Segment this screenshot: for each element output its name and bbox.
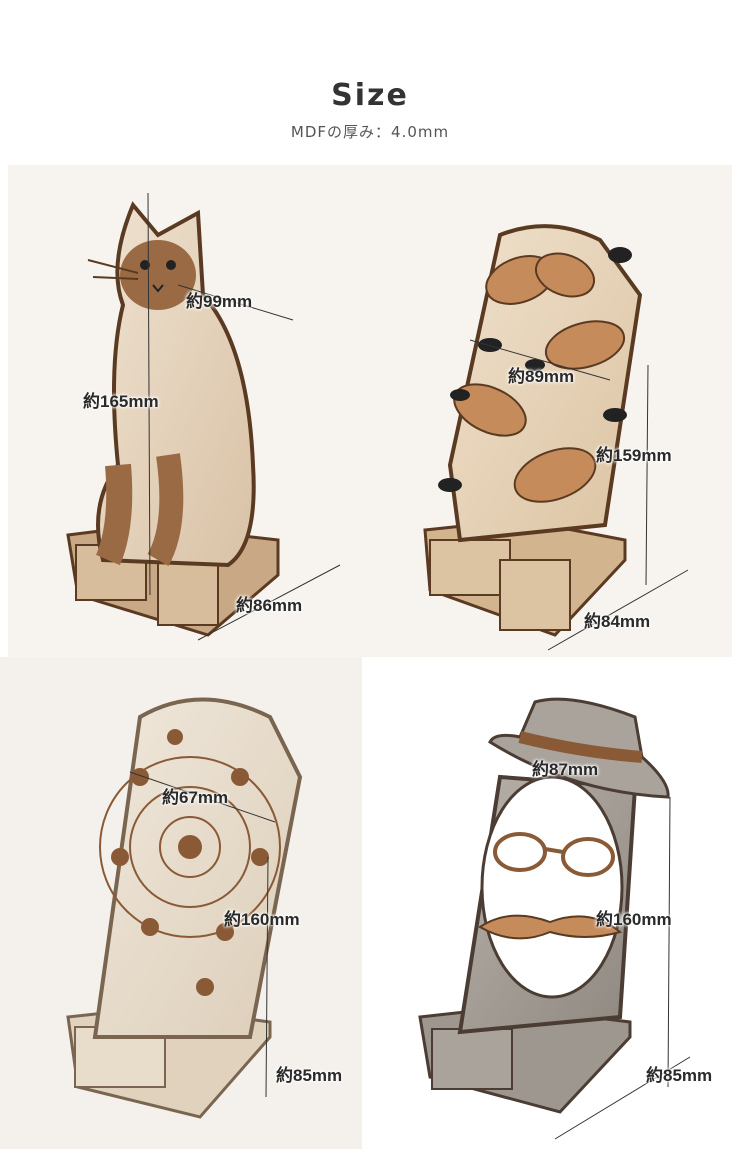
product-panel-cat: 約99mm 約165mm 約86mm: [8, 165, 370, 657]
gentleman-width-label: 約87mm: [532, 760, 599, 779]
product-panel-mandala: 約67mm 約160mm 約85mm: [0, 657, 362, 1149]
gentleman-depth-label: 約85mm: [646, 1066, 713, 1085]
butterfly-stand-image: [423, 224, 689, 651]
mandala-depth-label: 約85mm: [276, 1066, 343, 1085]
cat-stand-image: [66, 192, 341, 641]
butterfly-depth-label: 約84mm: [584, 612, 651, 631]
cat-depth-label: 約86mm: [236, 596, 303, 615]
gentleman-stand-image: [418, 697, 691, 1140]
butterfly-width-label: 約89mm: [508, 367, 575, 386]
butterfly-height-label: 約159mm: [596, 446, 672, 465]
page-subtitle: MDFの厚み：4.0mm: [290, 123, 450, 141]
mandala-width-label: 約67mm: [162, 788, 229, 807]
cat-width-label: 約99mm: [186, 292, 253, 311]
page-title: Size: [331, 78, 409, 113]
cat-height-label: 約165mm: [83, 392, 159, 411]
header: Size MDFの厚み：4.0mm: [0, 0, 740, 160]
mandala-height-label: 約160mm: [224, 910, 300, 929]
product-panel-butterfly: 約89mm 約159mm 約84mm: [370, 165, 732, 657]
product-panel-gentleman: 約87mm 約160mm 約85mm: [370, 657, 732, 1149]
mandala-stand-image: [66, 697, 303, 1119]
gentleman-height-label: 約160mm: [596, 910, 672, 929]
